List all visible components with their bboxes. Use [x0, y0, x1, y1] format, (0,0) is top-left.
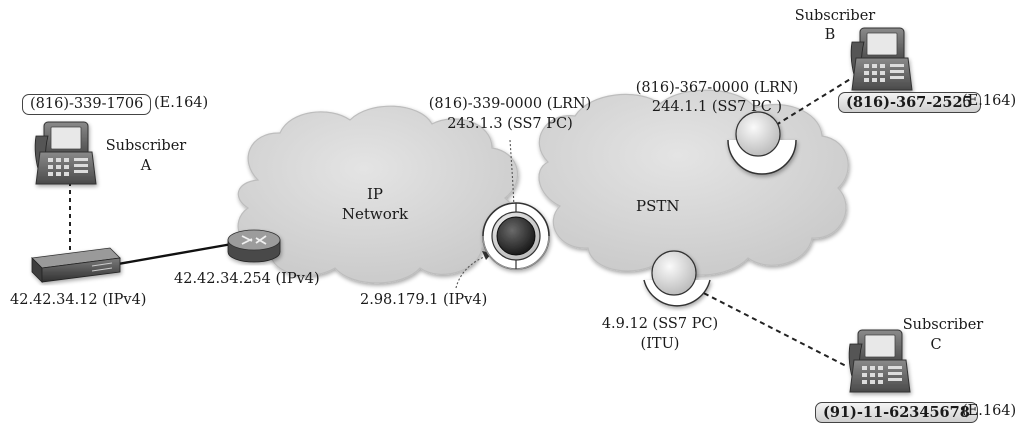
subscriber-a-phone-icon [34, 121, 97, 185]
switch-c-standard: (ITU) [640, 336, 680, 352]
subscriber-c-letter: C [930, 337, 942, 353]
router-address: 42.42.34.254 (IPv4) [174, 271, 320, 287]
gateway-lrn: (816)-339-0000 (LRN) [428, 96, 592, 112]
subscriber-a-number-format: (E.164) [154, 95, 209, 111]
router-icon [227, 229, 281, 263]
subscriber-b-name: Subscriber [794, 8, 876, 24]
subscriber-c-phone-icon [848, 329, 911, 393]
subscriber-c-name: Subscriber [902, 317, 984, 333]
subscriber-b-letter: B [824, 27, 836, 43]
subscriber-c-number: (91)-11-62345678 [815, 402, 978, 423]
ip-network-label-line2: Network [341, 205, 409, 223]
ip-network-label-line1: IP [366, 185, 384, 203]
subscriber-a-letter: A [140, 158, 152, 174]
gateway-point-code: 243.1.3 (SS7 PC) [447, 116, 573, 132]
switch-b-lrn: (816)-367-0000 (LRN) [635, 80, 799, 96]
switch-c-icon [643, 250, 711, 307]
switch-b-icon [727, 111, 797, 175]
subscriber-a-number: (816)-339-1706 [22, 94, 152, 115]
subscriber-a-name: Subscriber [105, 138, 187, 154]
link-switch-c-to-phone-c [687, 284, 849, 368]
link-modem-to-router [117, 242, 233, 266]
switch-b-point-code: 244.1.1 (SS7 PC ) [651, 99, 783, 115]
gateway-switch-icon [482, 202, 550, 270]
gateway-address: 42.42.34.12 (IPv4) [10, 292, 147, 308]
subscriber-b-number: (816)-367-2525 [838, 92, 981, 113]
gateway-ip-address: 2.98.179.1 (IPv4) [360, 292, 488, 308]
subscriber-b-phone-icon [850, 27, 913, 91]
link-switch-b-to-phone-b [775, 77, 853, 126]
subscriber-c-number-format: (E.164) [962, 403, 1015, 419]
switch-c-point-code: 4.9.12 (SS7 PC) [601, 316, 719, 332]
subscriber-b-number-format: (E.164) [962, 93, 1015, 109]
modem-icon [31, 247, 121, 283]
pstn-label: PSTN [636, 197, 680, 215]
